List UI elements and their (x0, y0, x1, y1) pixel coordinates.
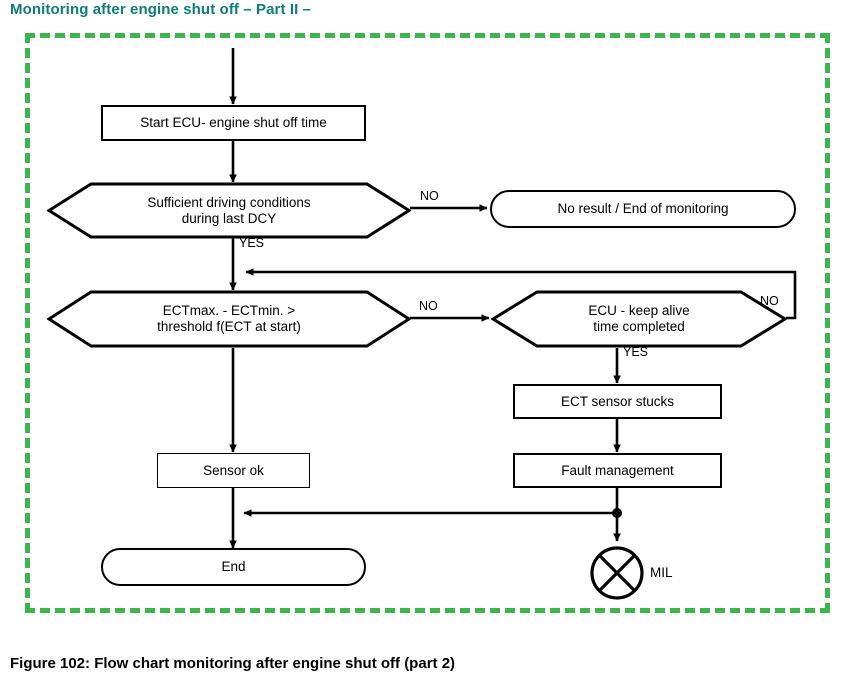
mil-lamp-icon[interactable] (589, 545, 645, 601)
node-no-result-label: No result / End of monitoring (557, 201, 729, 216)
figure-title: Monitoring after engine shut off – Part … (10, 1, 312, 18)
node-sufficient-line2: during last DCY (181, 210, 277, 226)
node-ect-threshold-label: ECTmax. - ECTmin. > threshold f(ECT at s… (47, 290, 411, 348)
node-sufficient-driving-conditions[interactable]: Sufficient driving conditions during las… (47, 182, 411, 239)
diagram-frame (25, 33, 830, 613)
node-fault-management[interactable]: Fault management (513, 453, 722, 488)
node-sensor-ok[interactable]: Sensor ok (157, 453, 310, 488)
edge-label-yes-sufficient: YES (239, 236, 265, 250)
node-start[interactable]: Start ECU- engine shut off time (101, 105, 366, 141)
node-ect-line1: ECTmax. - ECTmin. > (162, 303, 296, 318)
node-keepalive-line1: ECU - keep alive (588, 303, 690, 318)
figure-caption: Figure 102: Flow chart monitoring after … (10, 655, 456, 672)
node-sufficient-line1: Sufficient driving conditions (147, 194, 311, 210)
node-keep-alive-label: ECU - keep alive time completed (491, 290, 787, 348)
node-keep-alive[interactable]: ECU - keep alive time completed (491, 290, 787, 348)
edge-label-no-ect: NO (419, 299, 438, 313)
node-ect-sensor-stucks[interactable]: ECT sensor stucks (513, 384, 722, 419)
node-fault-mgmt-label: Fault management (561, 462, 674, 478)
node-start-label: Start ECU- engine shut off time (140, 115, 327, 130)
edge-label-no-sufficient: NO (420, 189, 439, 203)
edge-label-no-keepalive: NO (760, 294, 779, 308)
node-sufficient-label: Sufficient driving conditions during las… (47, 182, 411, 239)
mil-label: MIL (650, 565, 673, 580)
node-end-label: End (221, 559, 246, 574)
node-end[interactable]: End (101, 548, 366, 586)
edge-label-yes-keepalive: YES (623, 345, 649, 359)
node-ect-stucks-label: ECT sensor stucks (560, 393, 675, 409)
node-no-result[interactable]: No result / End of monitoring (490, 190, 796, 228)
node-sensor-ok-label: Sensor ok (203, 462, 264, 478)
node-keepalive-line2: time completed (593, 319, 685, 334)
node-ect-threshold[interactable]: ECTmax. - ECTmin. > threshold f(ECT at s… (47, 290, 411, 348)
node-ect-line2: threshold f(ECT at start) (157, 319, 301, 334)
